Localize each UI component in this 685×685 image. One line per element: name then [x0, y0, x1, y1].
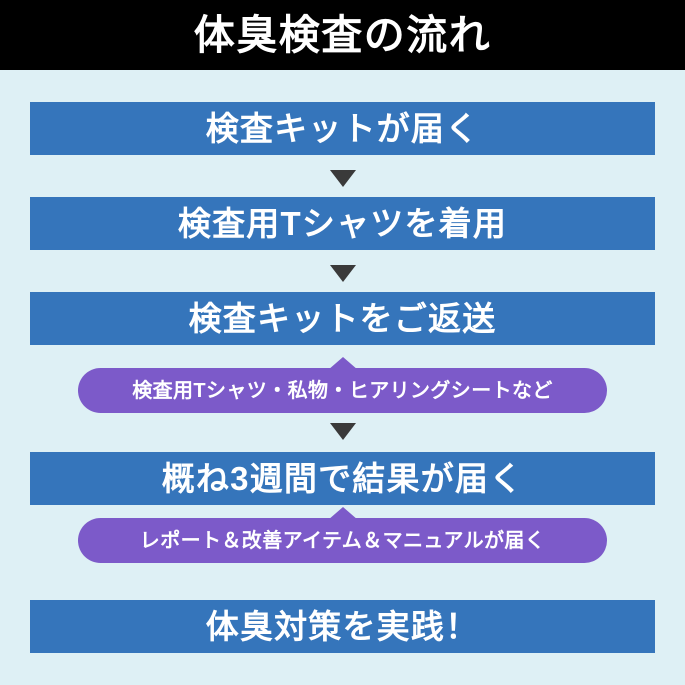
- flow-step-3: 検査キットをご返送: [30, 292, 655, 345]
- flow-step-2: 検査用Tシャツを着用: [30, 197, 655, 250]
- flow-callout-1: 検査用Tシャツ・私物・ヒアリングシートなど: [78, 357, 607, 413]
- flow-step-4: 概ね3週間で結果が届く: [30, 452, 655, 505]
- flow-step-1: 検査キットが届く: [30, 102, 655, 155]
- flow-step-2-label: 検査用Tシャツを着用: [177, 205, 508, 242]
- triangle-down-icon-1: [329, 170, 356, 187]
- flow-callout-1-body: 検査用Tシャツ・私物・ヒアリングシートなど: [78, 368, 607, 413]
- flow-step-1-label: 検査キットが届く: [205, 110, 480, 147]
- flow-callout-2: レポート＆改善アイテム＆マニュアルが届く: [78, 507, 607, 563]
- triangle-down-icon-2: [329, 265, 356, 282]
- flow-callout-2-label: レポート＆改善アイテム＆マニュアルが届く: [139, 529, 546, 552]
- callout-notch-icon-1: [327, 357, 358, 370]
- flow-step-3-label: 検査キットをご返送: [188, 300, 497, 337]
- flow-callout-2-body: レポート＆改善アイテム＆マニュアルが届く: [78, 518, 607, 563]
- flow-step-4-label: 概ね3週間で結果が届く: [161, 460, 524, 497]
- header-bar: 体臭検査の流れ: [0, 0, 685, 70]
- page-title: 体臭検査の流れ: [193, 11, 492, 58]
- flow-step-5-label: 体臭対策を実践！: [205, 608, 480, 645]
- triangle-down-icon-3: [329, 423, 356, 440]
- flow-callout-1-label: 検査用Tシャツ・私物・ヒアリングシートなど: [132, 379, 553, 402]
- flow-step-5: 体臭対策を実践！: [30, 600, 655, 653]
- flow-chart: 検査キットが届く 検査用Tシャツを着用 検査キットをご返送 検査用Tシャツ・私物…: [0, 70, 685, 685]
- callout-notch-icon-2: [327, 507, 358, 520]
